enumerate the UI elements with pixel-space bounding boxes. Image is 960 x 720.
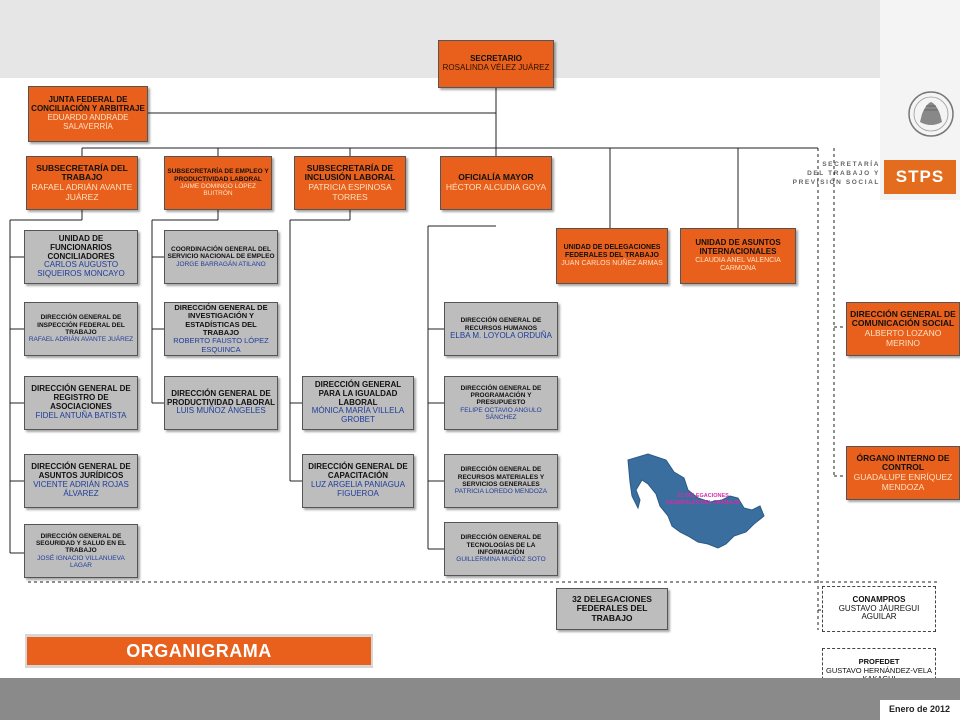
box-32-delegaciones: 32 DELEGACIONES FEDERALES DEL TRABAJO	[556, 588, 668, 630]
box-dg-recursos-humanos: DIRECCIÓN GENERAL DE RECURSOS HUMANOS EL…	[444, 302, 558, 356]
box-dg-asuntos-juridicos: DIRECCIÓN GENERAL DE ASUNTOS JURÍDICOS V…	[24, 454, 138, 508]
box-junta-federal: JUNTA FEDERAL DE CONCILIACIÓN Y ARBITRAJ…	[28, 86, 148, 142]
box-dg-comunicacion-social: DIRECCIÓN GENERAL DE COMUNICACIÓN SOCIAL…	[846, 302, 960, 356]
box-dg-programacion: DIRECCIÓN GENERAL DE PROGRAMACIÓN Y PRES…	[444, 376, 558, 430]
date-strip	[880, 700, 960, 720]
box-organo-interno-control: ÓRGANO INTERNO DE CONTROL GUADALUPE ENRÍ…	[846, 446, 960, 500]
box-unidad-asuntos-internacionales: UNIDAD DE ASUNTOS INTERNACIONALES CLAUDI…	[680, 228, 796, 284]
box-conampros: CONAMPROS GUSTAVO JÁUREGUI AGUILAR	[822, 586, 936, 632]
mexico-map-icon	[627, 453, 765, 549]
box-subsecretaria-trabajo: SUBSECRETARÍA DEL TRABAJO RAFAEL ADRIÁN …	[26, 156, 138, 210]
map-label: 32 DELEGACIONES FEDERALES DEL TRABAJO	[666, 493, 740, 506]
box-subsecretaria-empleo: SUBSECRETARÍA DE EMPLEO Y PRODUCTIVIDAD …	[164, 156, 272, 210]
footer-band	[0, 678, 960, 720]
box-unidad-funcionarios: UNIDAD DE FUNCIONARIOS CONCILIADORES CAR…	[24, 230, 138, 284]
footer-date: Enero de 2012	[888, 704, 950, 714]
box-dg-capacitacion: DIRECCIÓN GENERAL DE CAPACITACIÓN LUZ AR…	[302, 454, 414, 508]
box-dg-seguridad-salud: DIRECCIÓN GENERAL DE SEGURIDAD Y SALUD E…	[24, 524, 138, 578]
box-dg-productividad: DIRECCIÓN GENERAL DE PRODUCTIVIDAD LABOR…	[164, 376, 278, 430]
box-secretario: SECRETARIO ROSALINDA VÉLEZ JUÁREZ	[438, 40, 554, 88]
secretaria-wordmark: SECRETARÍA DEL TRABAJO Y PREVISIÓN SOCIA…	[792, 161, 880, 186]
stps-logo: STPS	[884, 160, 956, 194]
box-unidad-delegaciones: UNIDAD DE DELEGACIONES FEDERALES DEL TRA…	[556, 228, 668, 284]
box-dg-recursos-materiales: DIRECCIÓN GENERAL DE RECURSOS MATERIALES…	[444, 454, 558, 508]
box-coordinacion-empleo: COORDINACIÓN GENERAL DEL SERVICIO NACION…	[164, 230, 278, 284]
box-dg-registro: DIRECCIÓN GENERAL DE REGISTRO DE ASOCIAC…	[24, 376, 138, 430]
box-oficialia-mayor: OFICIALÍA MAYOR HÉCTOR ALCUDIA GOYA	[440, 156, 552, 210]
box-dg-igualdad: DIRECCIÓN GENERAL PARA LA IGUALDAD LABOR…	[302, 376, 414, 430]
box-subsecretaria-inclusion: SUBSECRETARÍA DE INCLUSIÓN LABORAL PATRI…	[294, 156, 406, 210]
box-dg-tecnologias: DIRECCIÓN GENERAL DE TECNOLOGÍAS DE LA I…	[444, 522, 558, 576]
banner-title: ORGANIGRAMA	[27, 637, 371, 665]
box-dg-inspeccion: DIRECCIÓN GENERAL DE INSPECCIÓN FEDERAL …	[24, 302, 138, 356]
box-dg-investigacion: DIRECCIÓN GENERAL DE INVESTIGACIÓN Y EST…	[164, 302, 278, 356]
mexican-seal-icon	[908, 91, 954, 137]
